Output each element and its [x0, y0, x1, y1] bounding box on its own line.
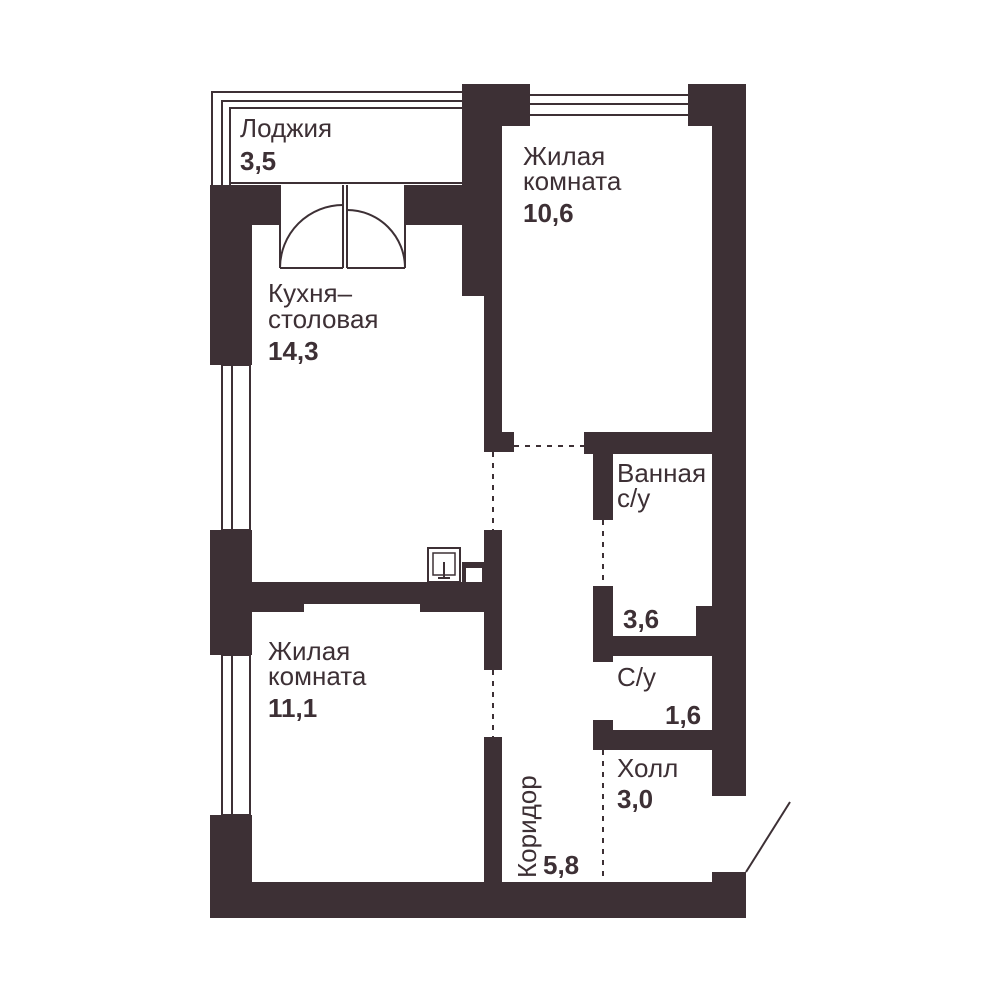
corridor-name: Коридор: [512, 775, 542, 878]
living2-name-line2: комната: [268, 661, 367, 691]
wc-name: С/у: [617, 662, 656, 692]
kitchen-name-line2: столовая: [268, 304, 379, 334]
wc-area: 1,6: [665, 700, 701, 730]
walls: [210, 84, 746, 918]
hall-name: Холл: [617, 753, 678, 783]
living2-area: 11,1: [268, 693, 317, 723]
dashed-openings: [492, 445, 604, 918]
corridor-area: 5,8: [543, 850, 579, 880]
kitchen-area: 14,3: [268, 336, 319, 366]
living2-name-line1: Жилая: [268, 636, 350, 666]
living1-area: 10,6: [523, 198, 574, 228]
sink-icon: [427, 547, 482, 583]
loggia-outline: [211, 91, 462, 185]
hall-area: 3,0: [617, 784, 653, 814]
living1-name-line1: Жилая: [523, 141, 605, 171]
entry-door: [745, 801, 791, 873]
bathroom-name-line2: с/у: [617, 483, 650, 513]
loggia-area: 3,5: [240, 146, 276, 176]
loggia-name: Лоджия: [240, 113, 332, 143]
bathroom-name-line1: Ванная: [617, 458, 706, 488]
bathroom-area: 3,6: [623, 604, 659, 634]
windows: [221, 94, 690, 816]
kitchen-name-line1: Кухня–: [268, 278, 353, 308]
living1-name-line2: комната: [523, 166, 622, 196]
balcony-door: [279, 185, 406, 269]
